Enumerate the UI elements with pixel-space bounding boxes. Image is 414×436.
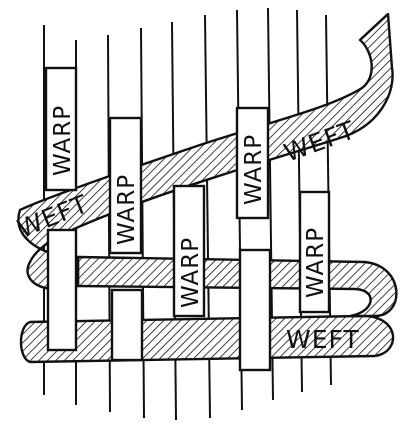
weft-label: WEFT (286, 325, 360, 354)
warp-label: WARP (114, 174, 140, 245)
warp-strip-7 (240, 250, 270, 370)
warp-label: WARP (241, 134, 267, 205)
warp-label: WARP (178, 237, 204, 308)
warp-label: WARP (50, 105, 76, 176)
warp-label: WARP (303, 227, 329, 298)
warp-strip-4 (112, 290, 142, 360)
warp-strip-2 (48, 230, 76, 350)
